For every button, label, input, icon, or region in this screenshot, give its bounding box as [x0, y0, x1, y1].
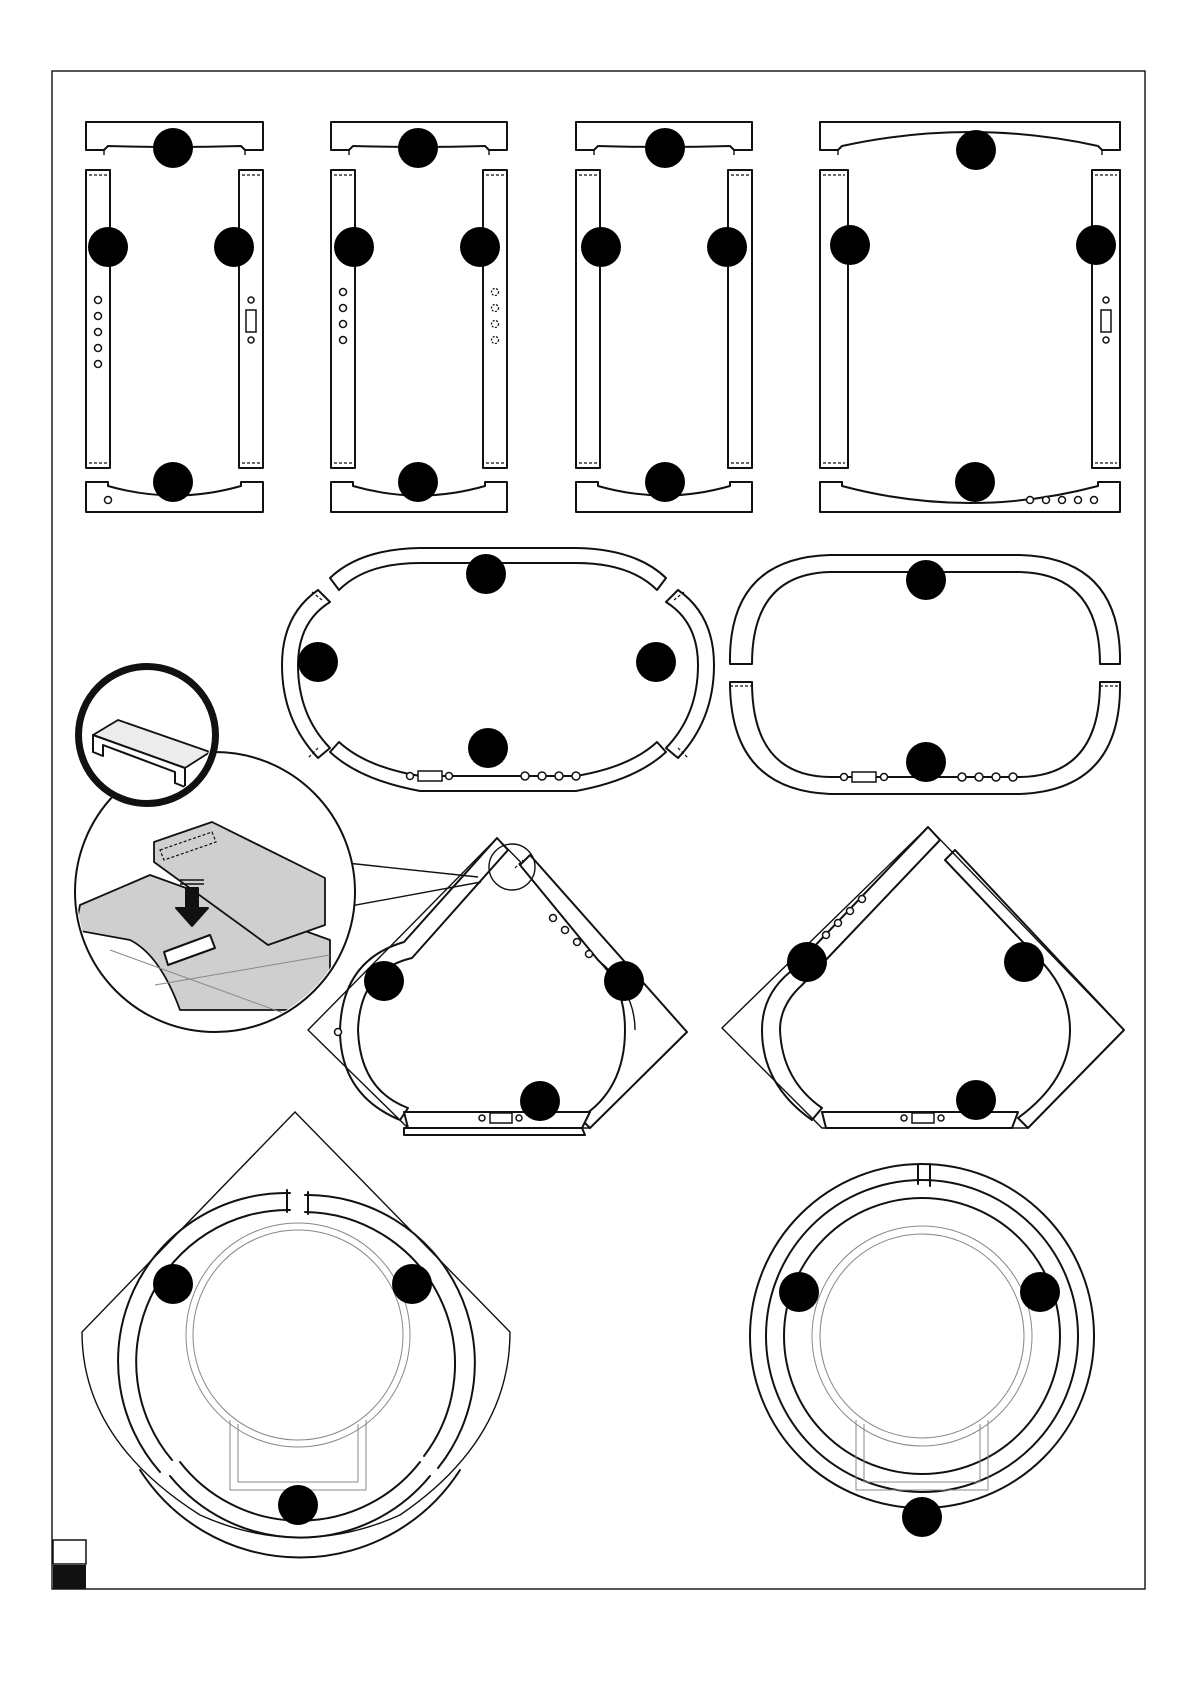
callout-marker [520, 1081, 560, 1121]
callout-marker [906, 742, 946, 782]
rect-frame-3 [576, 122, 752, 512]
rectangular-frame-group [86, 122, 1120, 512]
callout-marker [906, 560, 946, 600]
callout-marker [153, 128, 193, 168]
callout-marker [153, 462, 193, 502]
rect-frame-1 [86, 122, 263, 512]
callout-marker [392, 1264, 432, 1304]
callout-marker [645, 462, 685, 502]
callout-marker [956, 130, 996, 170]
callout-marker [645, 128, 685, 168]
callout-marker [707, 227, 747, 267]
callout-marker [1004, 942, 1044, 982]
callout-marker [298, 642, 338, 682]
callout-marker [460, 227, 500, 267]
callout-marker [1076, 225, 1116, 265]
callout-marker [902, 1497, 942, 1537]
callout-marker [636, 642, 676, 682]
callout-marker [779, 1272, 819, 1312]
callout-marker [955, 462, 995, 502]
callout-marker [581, 227, 621, 267]
callout-marker [830, 225, 870, 265]
callout-marker [604, 961, 644, 1001]
callout-marker [466, 554, 506, 594]
callout-marker [153, 1264, 193, 1304]
rect-frame-2 [331, 122, 507, 512]
corner-frame-right [722, 827, 1124, 1128]
rect-frame-4 [820, 122, 1120, 512]
callout-marker [956, 1080, 996, 1120]
callout-marker [1020, 1272, 1060, 1312]
callout-marker [398, 128, 438, 168]
callout-marker [214, 227, 254, 267]
callout-marker [364, 961, 404, 1001]
callout-marker [334, 227, 374, 267]
callout-marker [468, 728, 508, 768]
indicator-empty-square [53, 1540, 86, 1564]
round-frame [750, 1164, 1094, 1508]
callout-marker [398, 462, 438, 502]
joint-detail-callout [75, 666, 481, 1032]
callout-marker [278, 1485, 318, 1525]
callout-marker [787, 942, 827, 982]
indicator-filled-square [53, 1565, 86, 1589]
callout-marker [88, 227, 128, 267]
